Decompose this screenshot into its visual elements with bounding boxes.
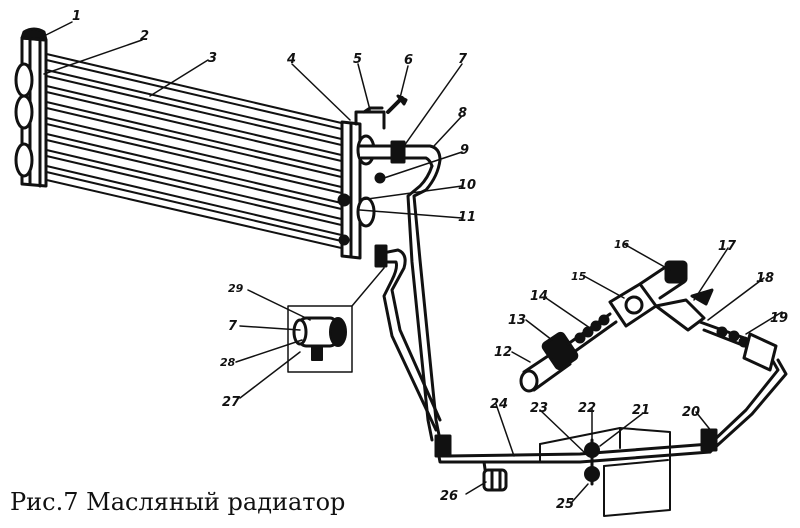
callout-23: 23 bbox=[530, 401, 548, 416]
callout-21: 21 bbox=[632, 403, 650, 418]
callout-7-inset: 7 bbox=[228, 319, 238, 334]
callout-2: 2 bbox=[140, 29, 149, 44]
callout-8: 8 bbox=[458, 106, 467, 121]
callout-7: 7 bbox=[458, 52, 468, 67]
callout-3: 3 bbox=[208, 51, 217, 66]
callout-27: 27 bbox=[222, 395, 241, 410]
callout-18: 18 bbox=[756, 271, 774, 286]
callout-28: 28 bbox=[220, 356, 236, 369]
callout-9: 9 bbox=[460, 143, 469, 158]
valve-assembly bbox=[519, 260, 778, 393]
callout-4: 4 bbox=[286, 52, 296, 67]
figure-caption: Рис.7 Масляный радиатор bbox=[10, 488, 346, 516]
callout-17: 17 bbox=[718, 239, 737, 254]
callout-20: 20 bbox=[682, 405, 700, 420]
callout-29: 29 bbox=[228, 282, 244, 295]
callout-13: 13 bbox=[508, 313, 526, 328]
callout-10: 10 bbox=[458, 178, 476, 193]
right-header-tank bbox=[337, 94, 408, 260]
callout-24: 24 bbox=[490, 397, 508, 412]
callout-labels: 1 2 3 4 5 6 7 8 9 10 11 12 13 14 15 16 1… bbox=[72, 9, 788, 512]
callout-11: 11 bbox=[458, 210, 476, 225]
drain-hoses bbox=[374, 158, 442, 442]
leader-lines bbox=[39, 21, 783, 503]
support-bracket bbox=[539, 427, 671, 517]
callout-5: 5 bbox=[353, 52, 362, 67]
callout-19: 19 bbox=[770, 311, 788, 326]
callout-15: 15 bbox=[571, 270, 587, 283]
callout-12: 12 bbox=[494, 345, 512, 360]
callout-16: 16 bbox=[614, 238, 630, 251]
callout-25: 25 bbox=[556, 497, 574, 512]
callout-26: 26 bbox=[440, 489, 458, 504]
fitting-detail-inset bbox=[287, 267, 385, 373]
callout-14: 14 bbox=[530, 289, 548, 304]
callout-6: 6 bbox=[404, 53, 413, 68]
callout-22: 22 bbox=[578, 401, 596, 416]
callout-1: 1 bbox=[72, 9, 81, 24]
lower-pipe bbox=[434, 354, 788, 492]
radiator-tubes bbox=[37, 51, 351, 251]
left-header-tank bbox=[14, 27, 48, 188]
